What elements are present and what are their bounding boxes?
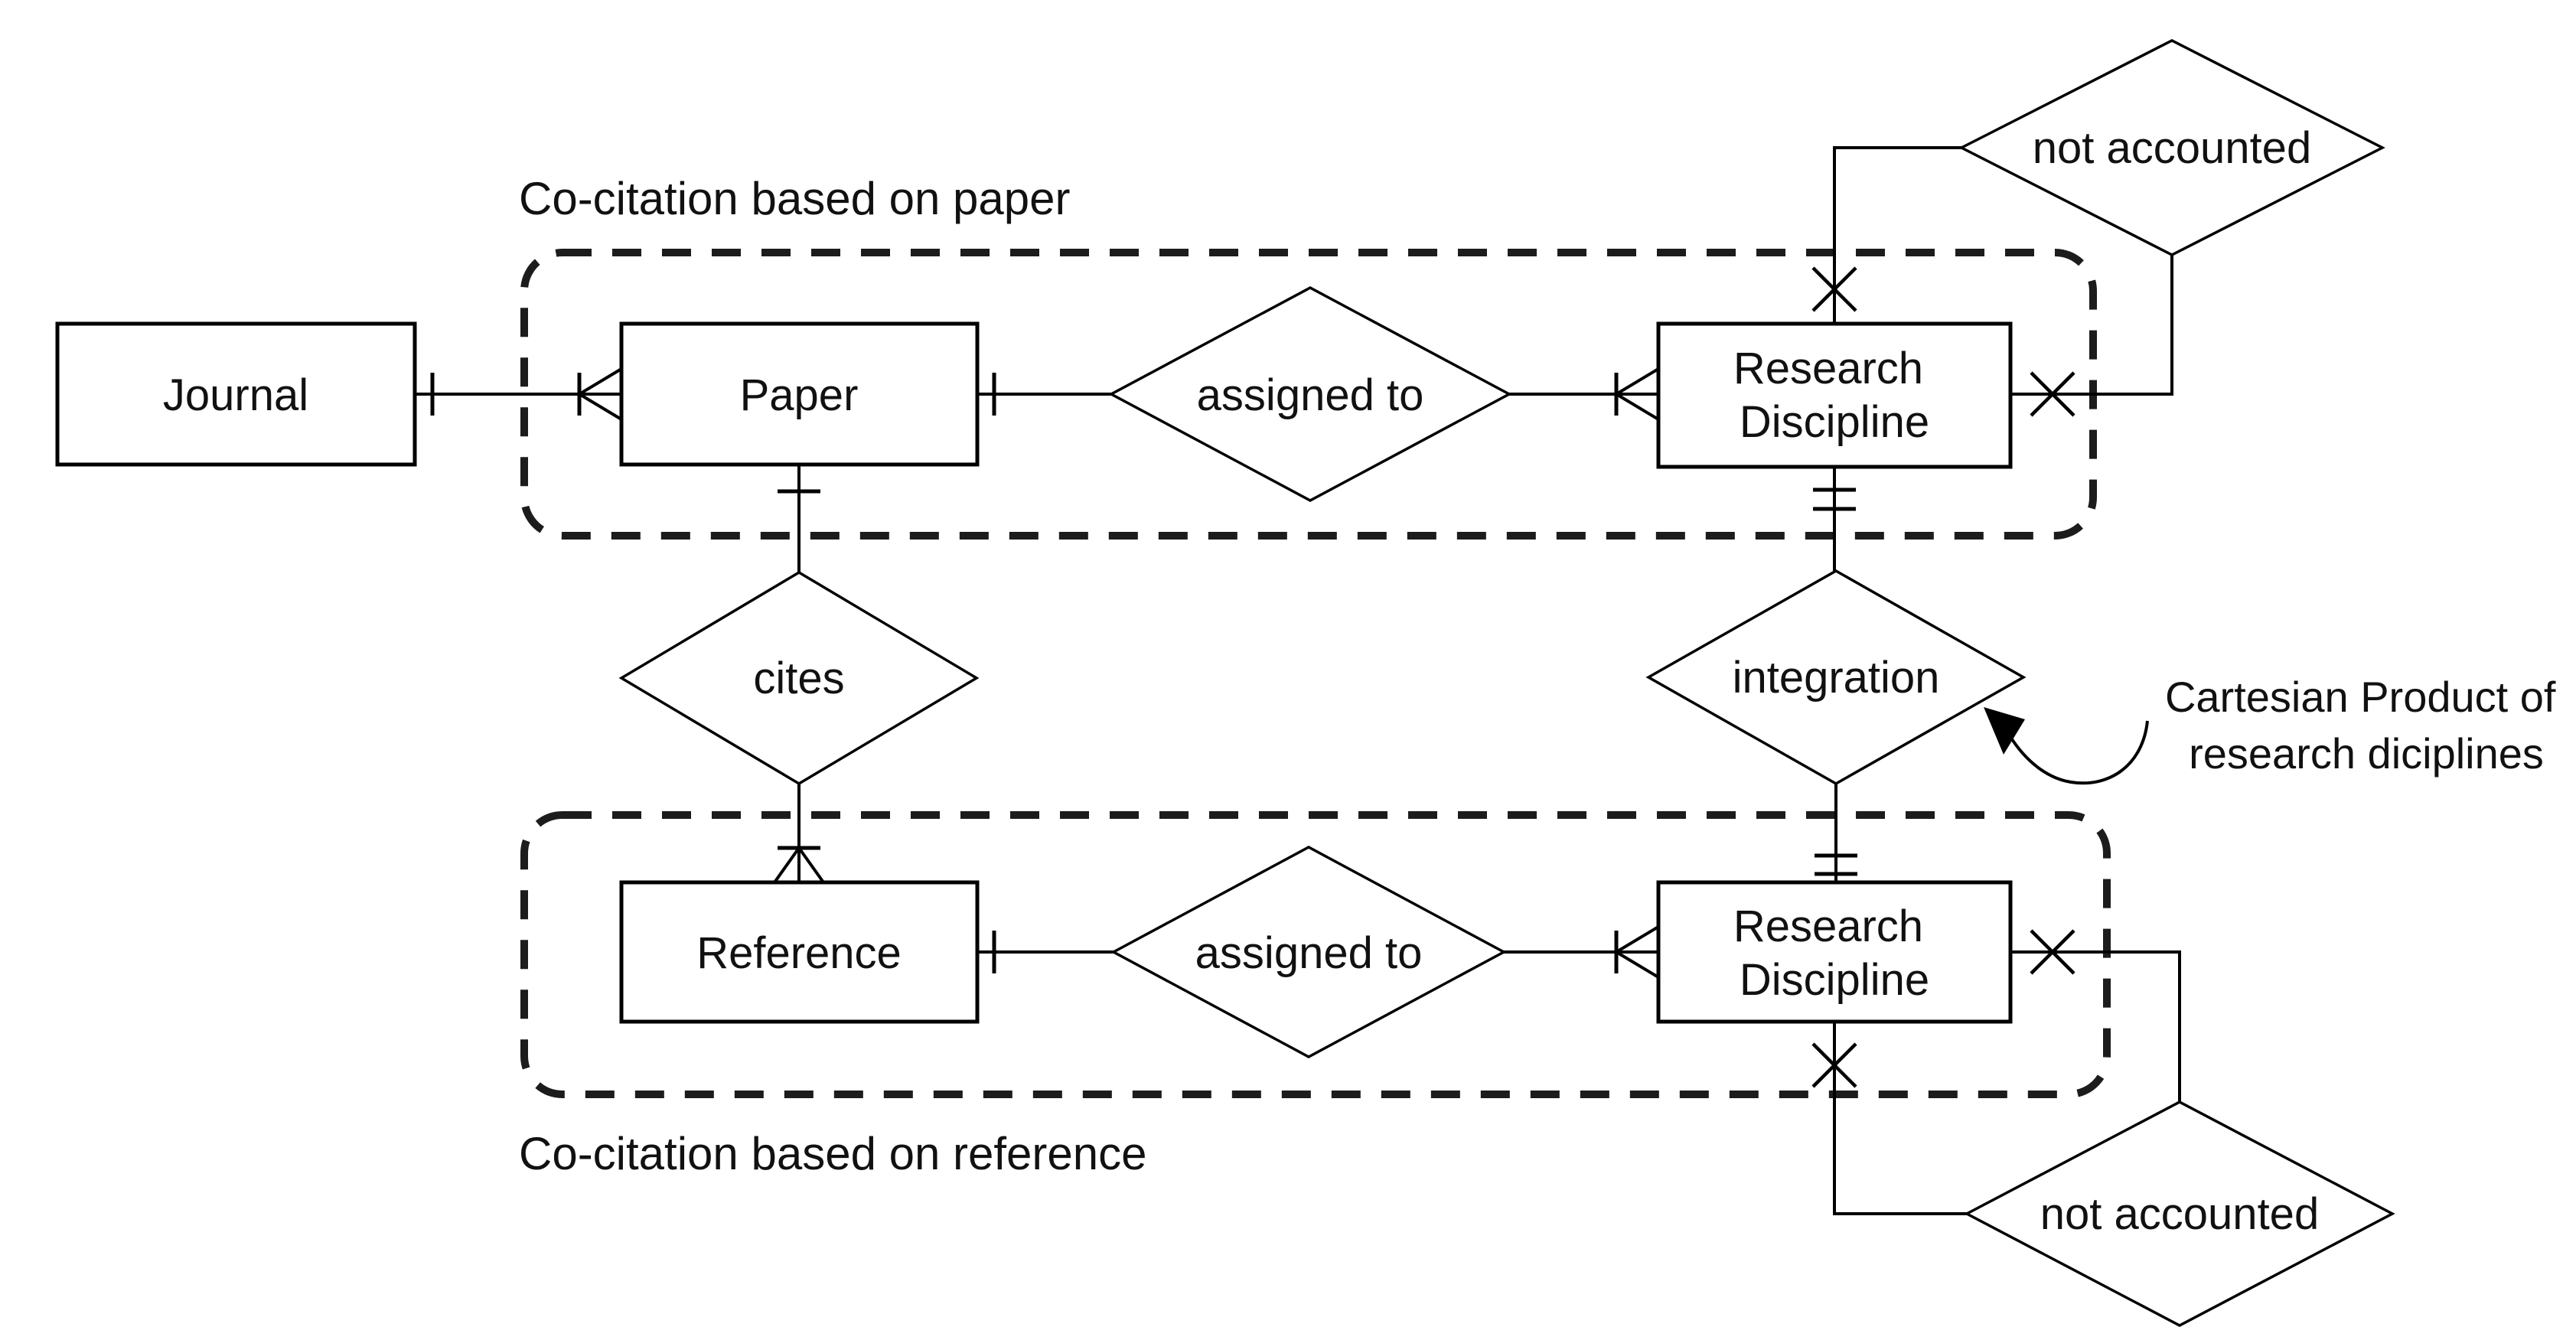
entity-research-discipline-bottom-line1: Research [1733, 901, 1923, 951]
annotation-text: Cartesian Product of research diciplines [2165, 673, 2568, 778]
entity-research-discipline-top [1656, 321, 2013, 469]
connector-research-discipline-bottom-not-accounted-left [1833, 1022, 1967, 1215]
entity-research-discipline-top-line1: Research [1733, 344, 1923, 393]
x-mark-rd-bottom-down [1811, 1042, 1857, 1088]
crowsfoot-reference-top [773, 846, 825, 884]
relationship-integration [1645, 569, 2027, 786]
entity-research-discipline-top-label: Research Discipline [1733, 344, 1935, 447]
x-mark-rd-top-up [1811, 266, 1857, 312]
relationship-cites [618, 570, 980, 786]
relationship-not-accounted-top [1958, 39, 2385, 256]
connector-research-discipline-top-not-accounted-right [2010, 255, 2173, 396]
entity-journal-label: Journal [163, 370, 308, 420]
crowsfoot-reference-prongs [773, 846, 825, 884]
connector-research-discipline-top-not-accounted-left [1833, 146, 1961, 324]
entity-research-discipline-bottom [1656, 880, 2013, 1024]
entity-reference-label: Reference [696, 928, 902, 978]
relationship-cites-label: cites [753, 654, 844, 703]
relationship-assigned-to-bottom [1110, 846, 1507, 1058]
crowsfoot-rd-top-prongs [1615, 367, 1660, 421]
annotation-line1: Cartesian Product of [2165, 673, 2556, 721]
relationship-integration-label: integration [1733, 653, 1940, 703]
entity-research-discipline-bottom-line2: Discipline [1740, 955, 1929, 1005]
entity-paper-label: Paper [740, 370, 859, 420]
entity-reference [619, 880, 980, 1024]
group-co-citation-reference-border [520, 811, 2111, 1098]
relationship-assigned-to-bottom-label: assigned to [1195, 928, 1423, 978]
x-mark-rd-top-right [2030, 371, 2075, 417]
crowsfoot-research-discipline-bottom-left [1614, 925, 1660, 979]
relationship-not-accounted-top-label: not accounted [2033, 123, 2311, 173]
x-mark-rd-bottom-right [2030, 929, 2075, 975]
group-co-citation-paper-label: Co-citation based on paper [519, 173, 1070, 224]
crowsfoot-paper-prongs [578, 367, 623, 421]
entity-paper [619, 321, 980, 467]
entity-journal [55, 321, 417, 467]
crowsfoot-rd-bottom-prongs [1615, 925, 1660, 979]
relationship-not-accounted-bottom-label: not accounted [2040, 1189, 2319, 1239]
relationship-assigned-to-top [1108, 286, 1512, 502]
connector-research-discipline-bottom-not-accounted-right [2010, 950, 2181, 1102]
entity-research-discipline-bottom-label: Research Discipline [1733, 901, 1935, 1005]
annotation-arrowhead-icon [1984, 707, 2025, 755]
group-co-citation-reference-label: Co-citation based on reference [519, 1128, 1147, 1179]
annotation-arrow [2007, 720, 2149, 785]
relationship-not-accounted-bottom [1964, 1100, 2395, 1327]
crowsfoot-research-discipline-top-left [1614, 367, 1660, 421]
annotation-line2: research diciplines [2189, 729, 2544, 778]
entity-research-discipline-top-line2: Discipline [1740, 397, 1929, 447]
relationship-assigned-to-top-label: assigned to [1197, 370, 1424, 420]
crowsfoot-paper-left [577, 367, 623, 421]
